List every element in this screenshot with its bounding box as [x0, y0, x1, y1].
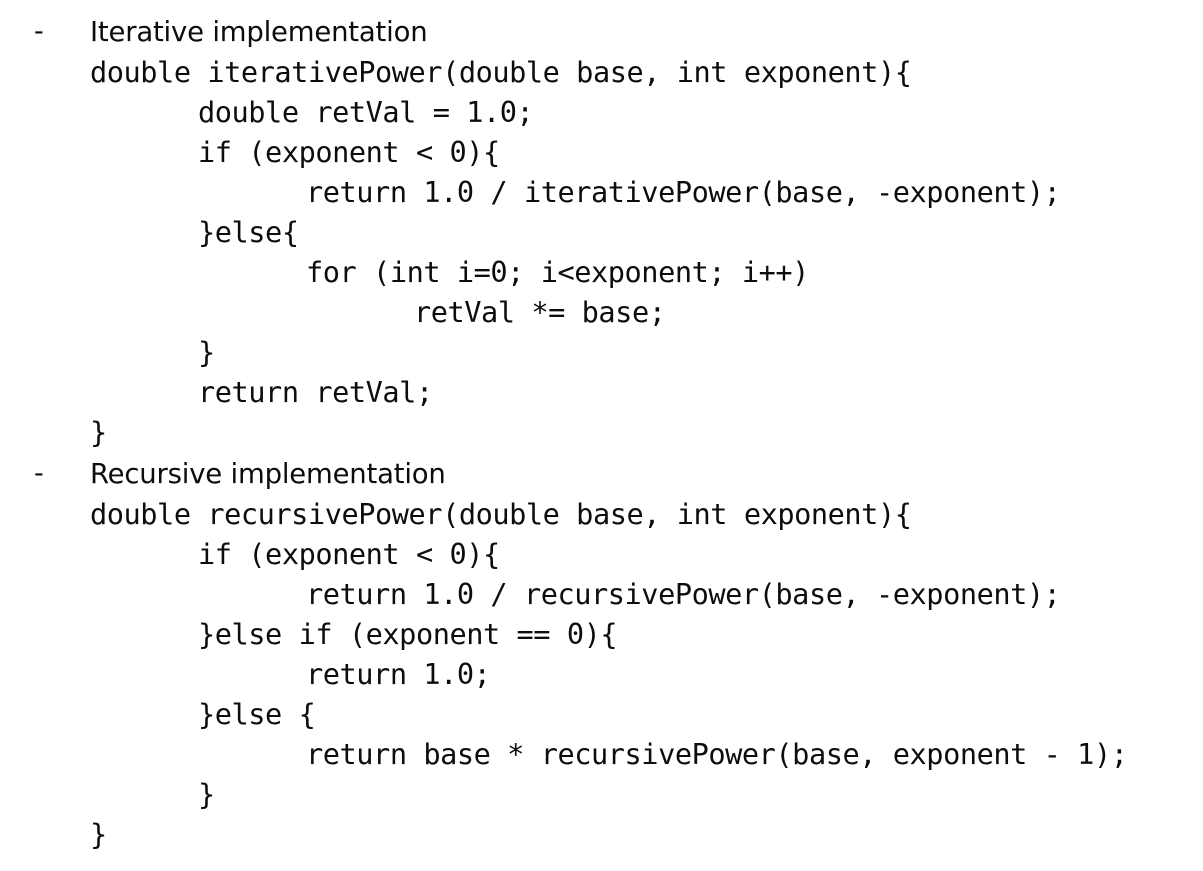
code-line: if (exponent < 0){ [0, 534, 1203, 574]
code-line-text: return base * recursivePower(base, expon… [306, 737, 1128, 771]
code-line: } [0, 814, 1203, 854]
bullet-heading-iterative: - Iterative implementation [0, 12, 1203, 52]
code-line: double iterativePower(double base, int e… [0, 52, 1203, 92]
code-line-text: }else if (exponent == 0){ [198, 617, 618, 651]
code-line: retVal *= base; [0, 292, 1203, 332]
code-line-text: for (int i=0; i<exponent; i++) [306, 255, 809, 289]
code-line-text: } [198, 777, 215, 811]
code-line: } [0, 774, 1203, 814]
code-line: } [0, 332, 1203, 372]
code-line: return retVal; [0, 372, 1203, 412]
code-line-text: } [90, 415, 107, 449]
code-line: } [0, 412, 1203, 452]
code-line-text: return 1.0 / recursivePower(base, -expon… [306, 577, 1061, 611]
code-line: return 1.0 / iterativePower(base, -expon… [0, 172, 1203, 212]
code-line: return 1.0; [0, 654, 1203, 694]
code-line-text: } [90, 817, 107, 851]
code-line-text: if (exponent < 0){ [198, 537, 500, 571]
code-line-text: }else { [198, 697, 316, 731]
code-line-text: }else{ [198, 215, 299, 249]
code-line-text: } [198, 335, 215, 369]
bullet-dash-icon: - [34, 16, 44, 47]
code-line-text: double iterativePower(double base, int e… [90, 55, 912, 89]
code-line-text: double recursivePower(double base, int e… [90, 497, 912, 531]
code-line: }else if (exponent == 0){ [0, 614, 1203, 654]
code-line: if (exponent < 0){ [0, 132, 1203, 172]
code-line: return 1.0 / recursivePower(base, -expon… [0, 574, 1203, 614]
bullet-heading-recursive: - Recursive implementation [0, 454, 1203, 494]
code-line: }else { [0, 694, 1203, 734]
code-line: double recursivePower(double base, int e… [0, 494, 1203, 534]
code-line-text: if (exponent < 0){ [198, 135, 500, 169]
code-line-text: retVal *= base; [414, 295, 666, 329]
bullet-heading-label: Recursive implementation [90, 458, 446, 490]
code-line: return base * recursivePower(base, expon… [0, 734, 1203, 774]
code-line: for (int i=0; i<exponent; i++) [0, 252, 1203, 292]
code-line-text: return retVal; [198, 375, 433, 409]
code-line-text: double retVal = 1.0; [198, 95, 534, 129]
code-line: double retVal = 1.0; [0, 92, 1203, 132]
code-line: }else{ [0, 212, 1203, 252]
code-line-text: return 1.0 / iterativePower(base, -expon… [306, 175, 1061, 209]
code-line-text: return 1.0; [306, 657, 491, 691]
bullet-dash-icon: - [34, 458, 44, 489]
bullet-heading-label: Iterative implementation [90, 16, 428, 48]
